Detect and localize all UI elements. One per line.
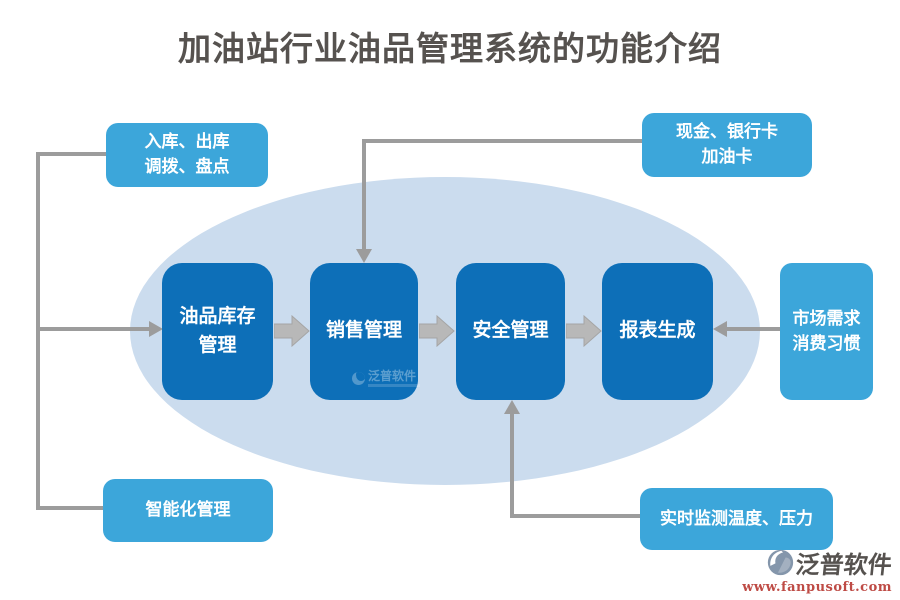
factor-inbound-outbound: 入库、出库 调拨、盘点 <box>106 123 268 187</box>
arrowhead-down-icon <box>356 249 372 263</box>
vendor-brand-name: 泛普软件 <box>794 552 894 579</box>
connector-payment-vertical <box>362 139 366 251</box>
watermark-logo-icon <box>352 372 365 385</box>
vendor-url: www.fanpusoft.com <box>742 580 892 595</box>
connector-monitor-horizontal <box>510 514 640 518</box>
arrowhead-left-icon <box>713 321 727 337</box>
flow-step-inventory: 油品库存 管理 <box>162 263 273 400</box>
arrowhead-right-icon <box>149 321 163 337</box>
flow-step-sales: 销售管理 <box>310 263 418 400</box>
flow-step-safety: 安全管理 <box>456 263 565 400</box>
connector-monitor-vertical <box>510 412 514 518</box>
watermark-subline <box>368 384 420 387</box>
watermark: 泛普软件 <box>352 370 420 387</box>
flow-arrow-icon <box>418 314 455 348</box>
flow-arrow-icon <box>273 314 310 348</box>
connector-market-horizontal <box>721 327 780 331</box>
factor-payment-methods: 现金、银行卡 加油卡 <box>642 113 812 177</box>
page-title: 加油站行业油品管理系统的功能介绍 <box>178 30 722 67</box>
factor-market-demand: 市场需求 消费习惯 <box>780 263 873 400</box>
connector-to-smart-box <box>36 506 103 510</box>
connector-to-inventory <box>36 327 151 331</box>
connector-left-trunk <box>36 152 40 510</box>
factor-smart-management: 智能化管理 <box>103 479 273 542</box>
flow-step-report: 报表生成 <box>602 263 713 400</box>
flow-arrow-icon <box>565 314 602 348</box>
vendor-logo: 泛普软件 www.fanpusoft.com <box>742 545 894 595</box>
connector-to-inbound-box <box>36 152 106 156</box>
watermark-brand: 泛普软件 <box>368 369 417 383</box>
factor-realtime-monitoring: 实时监测温度、压力 <box>640 488 833 550</box>
connector-payment-horizontal <box>362 139 642 143</box>
fanpu-logo-icon <box>767 549 794 576</box>
arrowhead-up-icon <box>504 400 520 414</box>
